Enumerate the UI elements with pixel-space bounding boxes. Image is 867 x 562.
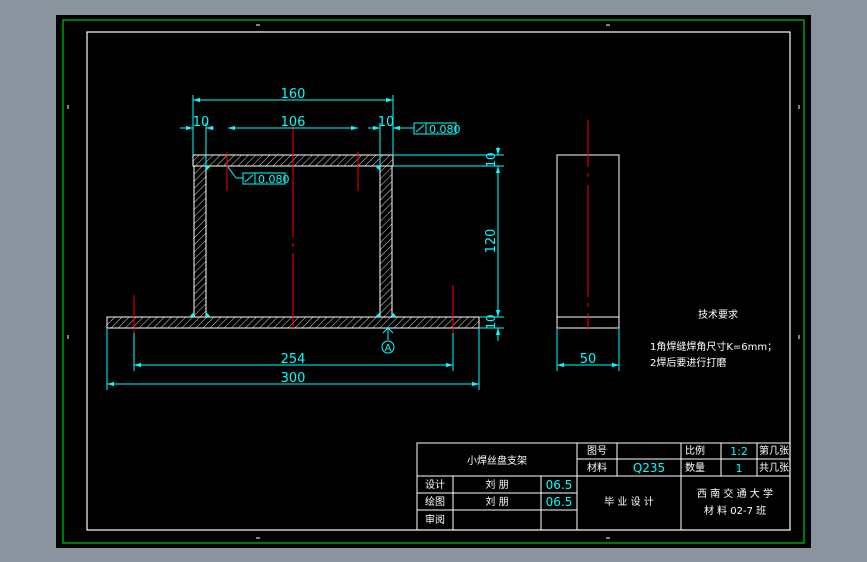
technical-notes: 技术要求 1角焊缝焊角尺寸K=6mm； 2焊后要进行打磨 bbox=[650, 308, 777, 369]
drawn-label: 绘图 bbox=[425, 495, 445, 508]
part-name: 小焊丝盘支架 bbox=[467, 454, 527, 467]
drawn-date: 06.5 bbox=[546, 495, 573, 509]
project-label: 毕 业 设 计 bbox=[604, 495, 654, 508]
dim-10-right: 10 bbox=[378, 115, 395, 130]
design-name: 刘 朋 bbox=[485, 479, 508, 491]
dim-10-top-thickness: 10 bbox=[484, 152, 498, 167]
tolerance-top-value: 0.080 bbox=[429, 123, 461, 136]
frame-ticks bbox=[67, 24, 800, 539]
dim-10-bottom-thickness: 10 bbox=[484, 314, 498, 329]
school-name: 西 南 交 通 大 学 bbox=[697, 487, 773, 500]
dim-160: 160 bbox=[281, 87, 306, 102]
qty-value: 1 bbox=[736, 462, 743, 475]
outer-frame bbox=[62, 19, 805, 544]
dim-106: 106 bbox=[281, 115, 306, 130]
dim-120: 120 bbox=[484, 229, 499, 254]
material-value: Q235 bbox=[633, 461, 665, 475]
notes-line-1: 1角焊缝焊角尺寸K=6mm； bbox=[650, 340, 777, 353]
design-label: 设计 bbox=[425, 478, 445, 491]
class-name: 材 料 02-7 班 bbox=[704, 504, 766, 517]
dim-50: 50 bbox=[580, 352, 597, 367]
scale-label: 比例 bbox=[685, 444, 705, 457]
notes-title: 技术要求 bbox=[698, 308, 738, 321]
dim-254: 254 bbox=[281, 352, 306, 367]
drawing-sheet: 160 10 106 10 120 10 10 254 300 0.080 0.… bbox=[56, 15, 811, 548]
scale-value: 1:2 bbox=[730, 445, 748, 458]
notes-line-2: 2焊后要进行打磨 bbox=[650, 356, 726, 369]
total-label: 共几张 bbox=[759, 462, 789, 474]
drawing-no-label: 图号 bbox=[587, 445, 607, 457]
design-date: 06.5 bbox=[546, 478, 573, 492]
sheet-label: 第几张 bbox=[759, 444, 789, 457]
centerlines bbox=[133, 127, 454, 333]
datum-circle bbox=[381, 340, 395, 354]
left-leg bbox=[193, 165, 207, 318]
right-leg bbox=[379, 165, 393, 318]
side-view: 50 bbox=[556, 120, 620, 371]
drawn-name: 刘 朋 bbox=[485, 496, 508, 508]
weld-marks bbox=[189, 166, 397, 317]
material-label: 材料 bbox=[587, 461, 607, 474]
tolerance-symbols bbox=[244, 124, 425, 183]
title-block bbox=[416, 442, 791, 531]
tolerance-mid-value: 0.080 bbox=[258, 173, 290, 186]
review-label: 审阅 bbox=[425, 513, 445, 526]
dim-10-left: 10 bbox=[193, 115, 210, 130]
cad-drawing: 160 10 106 10 120 10 10 254 300 0.080 0.… bbox=[62, 19, 805, 544]
front-view: 160 10 106 10 120 10 10 254 300 0.080 0.… bbox=[106, 87, 504, 390]
qty-label: 数量 bbox=[685, 461, 705, 474]
dim-300: 300 bbox=[281, 371, 306, 386]
datum-label: A bbox=[385, 343, 392, 354]
